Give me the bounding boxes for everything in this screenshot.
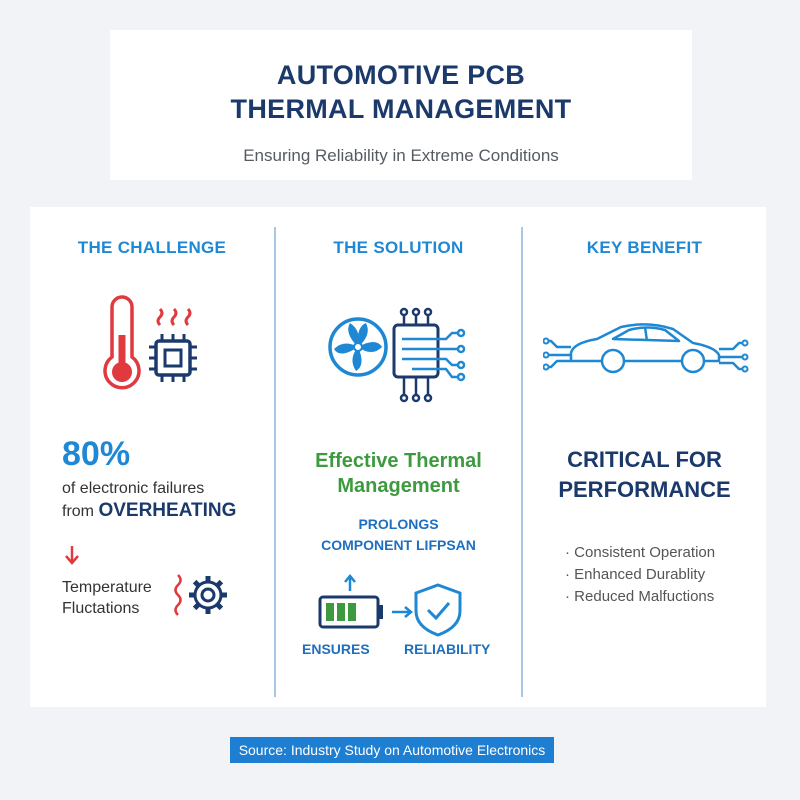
- page-subtitle: Ensuring Reliability in Extreme Conditio…: [243, 146, 559, 165]
- failure-percent: 80%: [62, 435, 131, 473]
- fluctuations-line2: Fluctations: [62, 600, 140, 617]
- overheating-line: from OVERHEATING: [62, 500, 236, 522]
- from-word: from: [62, 503, 94, 520]
- overheating-word: OVERHEATING: [98, 500, 237, 521]
- reliability-label: RELIABILITY: [404, 641, 491, 657]
- solution-headline: Effective Thermal Management: [276, 449, 521, 499]
- column-divider-right: [521, 227, 523, 697]
- challenge-heading: THE CHALLENGE: [77, 238, 227, 257]
- benefit-headline: CRITICAL FOR PERFORMANCE: [523, 445, 766, 505]
- thermometer-chip-icon: [103, 295, 197, 390]
- source-badge: Source: Industry Study on Automotive Ele…: [230, 737, 554, 763]
- arrow-down-icon: [65, 546, 79, 565]
- prolongs-text: PROLONGS COMPONENT LIFPSAN: [276, 514, 521, 556]
- benefit-bullets: · Consistent Operation · Enhanced Durabl…: [565, 542, 715, 608]
- bullet-item: · Enhanced Durablity: [565, 566, 706, 583]
- solution-heading: THE SOLUTION: [333, 238, 464, 257]
- battery-shield-icon: [318, 574, 462, 637]
- failures-text: of electronic failures: [62, 480, 205, 497]
- fluctuations-line1: Temperature: [62, 579, 152, 596]
- solution-headline-line1: Effective Thermal: [315, 450, 482, 472]
- fan-circuit-icon: [328, 307, 466, 403]
- bullet-item: · Reduced Malfuctions: [565, 588, 715, 605]
- benefit-heading: KEY BENEFIT: [586, 238, 703, 257]
- bullet-item: · Consistent Operation: [565, 544, 716, 561]
- benefit-headline-line1: CRITICAL FOR: [567, 447, 722, 472]
- car-icon: [543, 323, 749, 374]
- solution-headline-line2: Management: [337, 475, 460, 497]
- fluctuations-text: Temperature Fluctations: [62, 577, 152, 619]
- ensures-label: ENSURES: [302, 641, 370, 657]
- title-card: AUTOMOTIVE PCB THERMAL MANAGEMENT Ensuri…: [110, 30, 692, 180]
- gear-icon: [174, 574, 227, 616]
- content-panel: THE CHALLENGE 80% of electronic failures…: [30, 207, 766, 707]
- prolongs-line2: COMPONENT LIFPSAN: [321, 537, 476, 553]
- column-divider-left: [274, 227, 276, 697]
- page-title-line1: AUTOMOTIVE PCB: [276, 60, 526, 90]
- benefit-headline-line2: PERFORMANCE: [558, 477, 731, 502]
- page-title-line2: THERMAL MANAGEMENT: [230, 94, 572, 124]
- prolongs-line1: PROLONGS: [358, 516, 439, 532]
